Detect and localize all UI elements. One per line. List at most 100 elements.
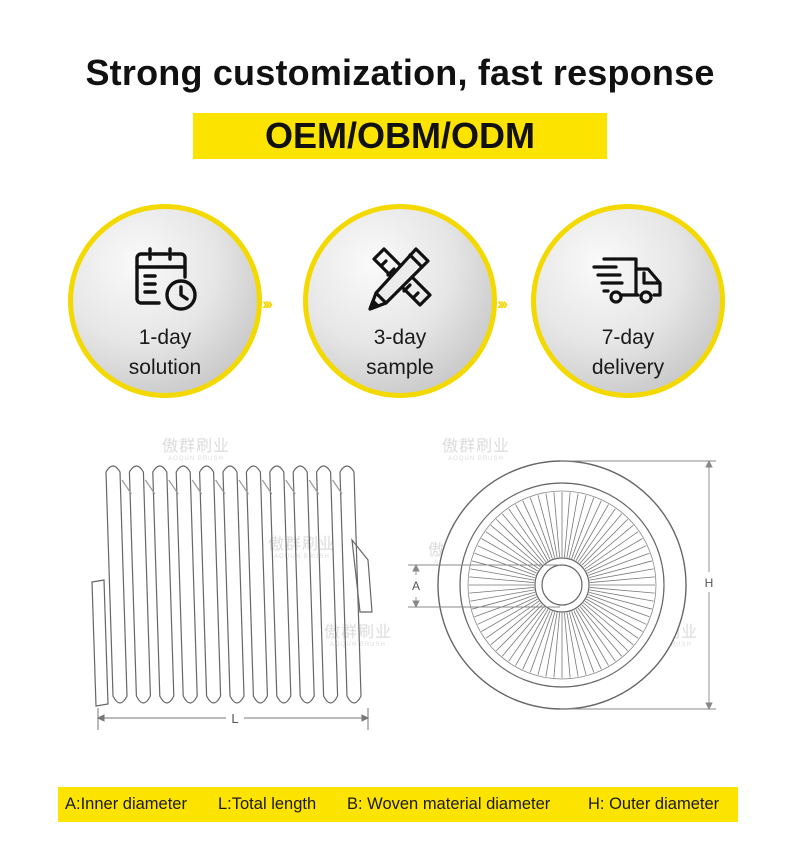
bristle-line: [589, 576, 655, 583]
step-arrows: ›››: [497, 294, 508, 313]
bristle-line: [588, 560, 652, 579]
oem-badge: OEM/OBM/ODM: [193, 113, 607, 159]
bristle-line: [495, 518, 543, 566]
bristle-line: [573, 500, 602, 560]
step-duration: 3-day: [373, 326, 427, 349]
length-dimension: [96, 708, 370, 730]
length-label: L: [231, 711, 238, 726]
bristle-line: [495, 604, 543, 652]
bristle-line: [564, 612, 571, 678]
end-view-drawing: [437, 460, 687, 710]
coil-turn: [269, 465, 292, 704]
bristle-line: [584, 600, 639, 639]
coil-turn: [198, 465, 222, 704]
coil-back-stroke: [168, 479, 179, 495]
bristle-line: [474, 552, 536, 576]
bristle-line: [508, 607, 547, 662]
bristle-line: [571, 611, 595, 673]
coil-turn: [222, 465, 245, 704]
bristle-line: [568, 495, 587, 559]
bristle-line: [490, 524, 541, 568]
bristle-line: [584, 531, 639, 570]
bristle-line: [568, 611, 587, 675]
bristle-line: [481, 538, 538, 572]
coil-back-stroke: [261, 479, 273, 495]
coil-turn: [245, 465, 269, 704]
step-card-delivery: 7-day delivery: [531, 204, 725, 398]
bristle-line: [577, 607, 616, 662]
bristle-line: [564, 492, 571, 558]
bristle-line: [583, 524, 634, 568]
bristle-line: [588, 591, 652, 610]
bristle-line: [571, 497, 595, 559]
bristle-line: [508, 508, 547, 563]
bristle-line: [529, 611, 553, 673]
bristle-line: [537, 495, 556, 559]
bristle-line: [481, 598, 538, 632]
page-title: Strong customization, fast response: [85, 52, 715, 93]
coil-turn: [339, 465, 362, 704]
inner-label: A: [412, 579, 420, 593]
bristle-line: [587, 545, 647, 574]
coil-back-stroke: [285, 479, 296, 495]
legend-woven-diameter: B: Woven material diameter: [347, 795, 551, 813]
bristle-line: [485, 531, 540, 570]
bristle-line: [589, 589, 654, 602]
coil-back-stroke: [191, 479, 203, 495]
bristle-line: [573, 610, 602, 670]
bristle-line: [583, 602, 634, 646]
coil-spring-drawing: [91, 465, 373, 707]
coil-turn: [105, 465, 128, 704]
coil-turn: [152, 465, 175, 704]
bristle-line: [588, 594, 650, 618]
coil-back-stroke: [238, 479, 249, 495]
bristle-line: [577, 508, 616, 563]
bristle-line: [575, 504, 609, 561]
bristle-line: [490, 602, 541, 646]
step-arrows: ›››: [262, 294, 273, 313]
bristle-line: [472, 591, 536, 610]
bristle-line: [515, 609, 549, 666]
step-card-sample: 3-day sample: [303, 204, 497, 398]
oem-badge-text: OEM/OBM/ODM: [265, 115, 535, 156]
bristle-line: [501, 513, 545, 564]
legend-inner-diameter: A:Inner diameter: [65, 795, 187, 813]
bristle-line: [470, 568, 535, 581]
coil-back-stroke: [121, 479, 132, 495]
pencil-ruler-icon: [368, 247, 432, 311]
bristle-line: [501, 606, 545, 657]
bristle-line: [587, 596, 647, 625]
bristle-line: [472, 560, 536, 579]
bristle-line: [470, 589, 535, 602]
coil-back-stroke: [308, 479, 320, 495]
coil-back-stroke: [332, 479, 343, 495]
step-label: delivery: [591, 356, 665, 379]
calendar-clock-icon: [135, 247, 197, 311]
bristle-line: [589, 587, 655, 594]
brush-dimension-diagram: L A H: [91, 459, 716, 730]
bristle-line: [586, 538, 643, 572]
coil-turn: [175, 465, 198, 704]
bristle-line: [575, 609, 609, 666]
bristle-line: [477, 545, 537, 574]
step-duration: 1-day: [138, 326, 192, 349]
bristle-line: [469, 587, 535, 594]
bristle-line: [566, 612, 579, 677]
bristle-line: [545, 493, 558, 558]
bristle-line: [579, 606, 623, 657]
bristle-line: [529, 497, 553, 559]
outer-label: H: [705, 576, 714, 590]
coil-end-left: [91, 579, 109, 707]
bristle-line: [588, 552, 650, 576]
inner-dimension: [408, 563, 560, 609]
bristle-line: [579, 513, 623, 564]
step-duration: 7-day: [601, 326, 655, 349]
bristle-line: [581, 518, 629, 566]
bristle-line: [581, 604, 629, 652]
bristle-line: [589, 568, 654, 581]
coil-turn: [315, 465, 339, 704]
legend-outer-diameter: H: Outer diameter: [588, 795, 720, 813]
step-label: sample: [366, 356, 434, 379]
